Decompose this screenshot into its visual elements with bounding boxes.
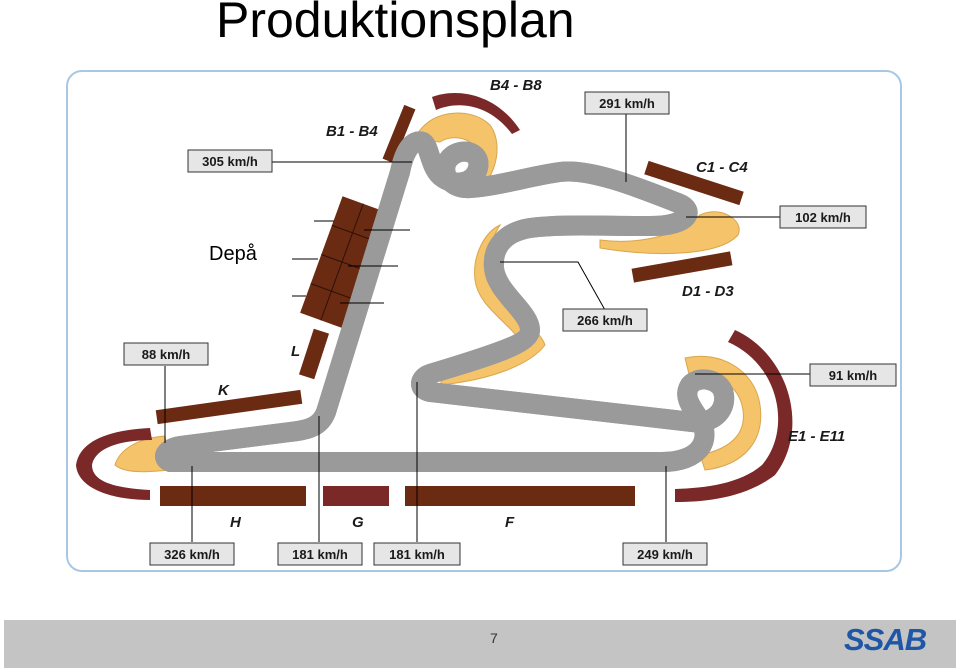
speed-box-326: 326 km/h — [149, 542, 235, 566]
speed-label-181b: 181 km/h — [389, 547, 445, 562]
grandstands — [76, 92, 793, 506]
zone-label-d1-d3: D1 - D3 — [682, 283, 734, 300]
page-number: 7 — [490, 630, 498, 646]
slide-title: Produktionsplan — [216, 0, 575, 48]
zone-label-h: H — [230, 514, 242, 531]
zone-b4-b8-stand — [432, 92, 520, 134]
depot-garages — [300, 196, 384, 328]
zone-label-k: K — [218, 382, 230, 399]
footer-bar: 7 SSAB — [4, 620, 956, 668]
speed-label-266: 266 km/h — [577, 313, 633, 328]
speed-label-291: 291 km/h — [599, 96, 655, 111]
zone-label-b4-b8: B4 - B8 — [490, 77, 542, 94]
runoff-c — [599, 211, 740, 255]
speed-box-266: 266 km/h — [562, 308, 648, 332]
zone-c1-c4-stand — [644, 160, 744, 206]
zone-k-stand — [155, 389, 303, 425]
speed-label-102: 102 km/h — [795, 210, 851, 225]
zone-d1-d3-stand — [631, 251, 733, 283]
speed-box-291: 291 km/h — [584, 91, 670, 115]
speed-box-91: 91 km/h — [809, 363, 897, 387]
zone-left-curve-stand — [76, 428, 152, 500]
speed-box-102: 102 km/h — [779, 205, 867, 229]
speed-label-181a: 181 km/h — [292, 547, 348, 562]
speed-labels: 305 km/h 291 km/h 102 km/h 266 km/h 88 k… — [123, 91, 897, 566]
speed-box-181b: 181 km/h — [373, 542, 461, 566]
ssab-logo: SSAB — [844, 622, 927, 657]
speed-label-305: 305 km/h — [202, 154, 258, 169]
zone-b1-b4-stand — [382, 104, 416, 164]
zone-h-stand — [160, 486, 306, 506]
callout-lines — [164, 113, 810, 542]
speed-label-88: 88 km/h — [142, 347, 190, 362]
zone-label-l: L — [291, 343, 300, 360]
zone-label-c1-c4: C1 - C4 — [696, 159, 748, 176]
zone-f-stand — [405, 486, 635, 506]
speed-label-326: 326 km/h — [164, 547, 220, 562]
circuit-track — [165, 141, 724, 472]
speed-label-91: 91 km/h — [829, 368, 877, 383]
speed-box-249: 249 km/h — [622, 542, 708, 566]
zone-label-g: G — [352, 514, 364, 531]
zone-l-stand — [298, 328, 330, 380]
zone-label-f: F — [505, 514, 515, 531]
depot-label: Depå — [209, 243, 257, 265]
speed-box-181a: 181 km/h — [277, 542, 363, 566]
speed-box-88: 88 km/h — [123, 342, 209, 366]
zone-g-stand — [323, 486, 389, 506]
speed-box-305: 305 km/h — [187, 149, 273, 173]
speed-label-249: 249 km/h — [637, 547, 693, 562]
zone-label-e1-e11: E1 - E11 — [788, 428, 845, 445]
zone-label-b1-b4: B1 - B4 — [326, 123, 378, 140]
